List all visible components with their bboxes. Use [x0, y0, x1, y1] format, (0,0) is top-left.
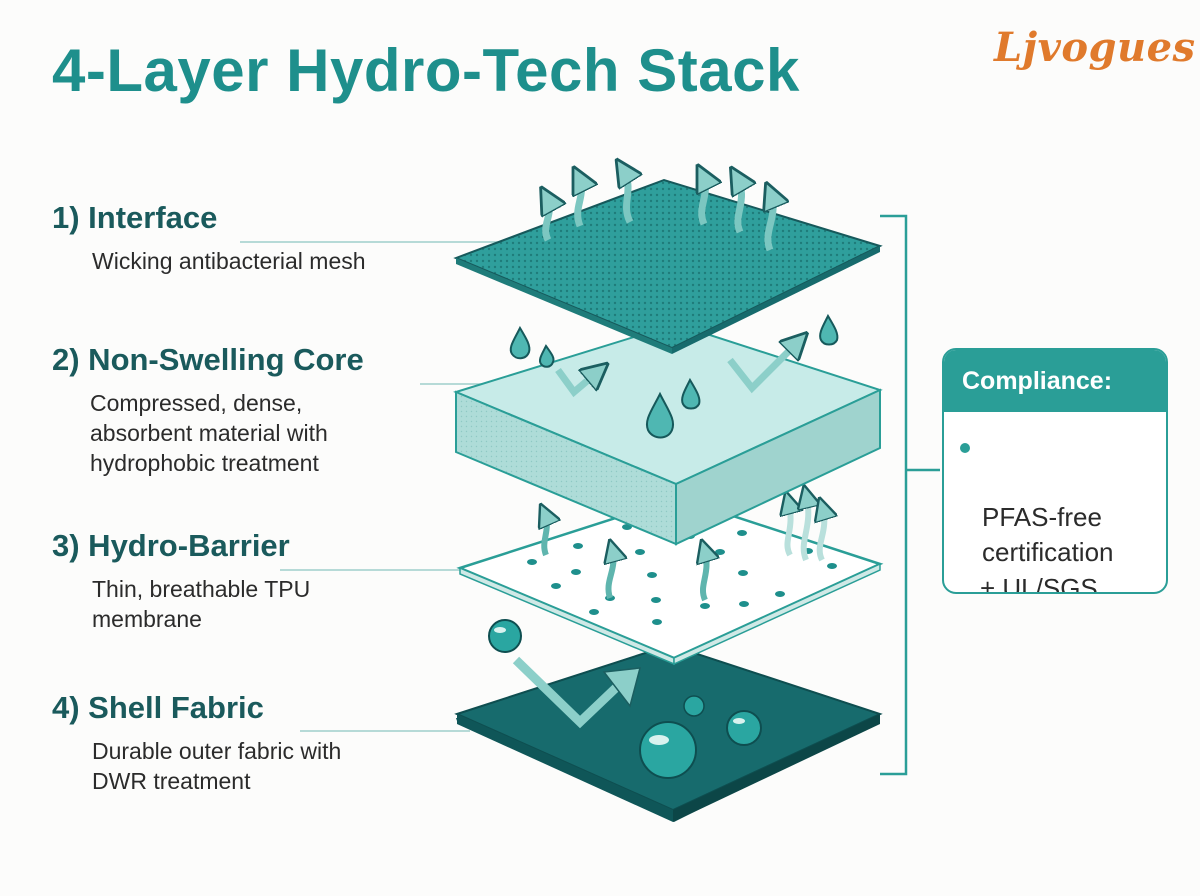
layer-4-description: Durable outer fabric with DWR treatment: [92, 738, 342, 794]
compliance-note: + UL/SGS reports: [980, 573, 1098, 594]
layer-1-description: Wicking antibacterial mesh: [92, 248, 366, 274]
mesh-layer: [453, 168, 883, 354]
layer-4-label: 4) Shell Fabric Durable outer fabric wit…: [52, 690, 341, 796]
layer-2-title: 2) Non-Swelling Core: [52, 342, 364, 377]
compliance-item-text: PFAS-free certification: [982, 502, 1114, 567]
hydro-barrier-layer: [456, 494, 884, 666]
core-layer: [453, 313, 883, 546]
leader-lines: [240, 241, 530, 732]
water-bead-icon: [639, 721, 697, 779]
shell-fabric-layer: [454, 619, 883, 822]
compliance-item: PFAS-free certification: [960, 430, 1154, 570]
layer-4-title: 4) Shell Fabric: [52, 690, 264, 725]
deflect-arrow-icon: [602, 667, 642, 708]
compliance-heading: Compliance:: [944, 350, 1166, 412]
layer-2-description: Compressed, dense, absorbent material wi…: [90, 390, 328, 476]
brand-logo: Ljvogues: [994, 24, 1196, 71]
bullet-icon: [960, 443, 970, 453]
water-drop-icon: [509, 313, 839, 439]
water-bead-icon: [488, 619, 522, 653]
bounce-arrows: [555, 340, 800, 398]
water-bead-icon: [726, 710, 762, 746]
layer-1-label: 1) Interface Wicking antibacterial mesh: [52, 200, 366, 276]
page-title: 4-Layer Hydro-Tech Stack: [52, 37, 800, 104]
compliance-box: Compliance: PFAS-free certification + UL…: [942, 348, 1168, 594]
layer-3-label: 3) Hydro-Barrier Thin, breathable TPU me…: [52, 528, 310, 634]
layer-1-title: 1) Interface: [52, 200, 218, 235]
vapor-arrows: [544, 494, 824, 602]
wicking-arrows: [546, 168, 773, 252]
layer-2-label: 2) Non-Swelling Core Compressed, dense, …: [52, 342, 364, 478]
membrane-pores: [527, 524, 837, 625]
compliance-bracket: [880, 214, 940, 776]
water-bead-icon: [683, 695, 705, 717]
layer-3-title: 3) Hydro-Barrier: [52, 528, 290, 563]
layer-3-description: Thin, breathable TPU membrane: [92, 576, 311, 632]
